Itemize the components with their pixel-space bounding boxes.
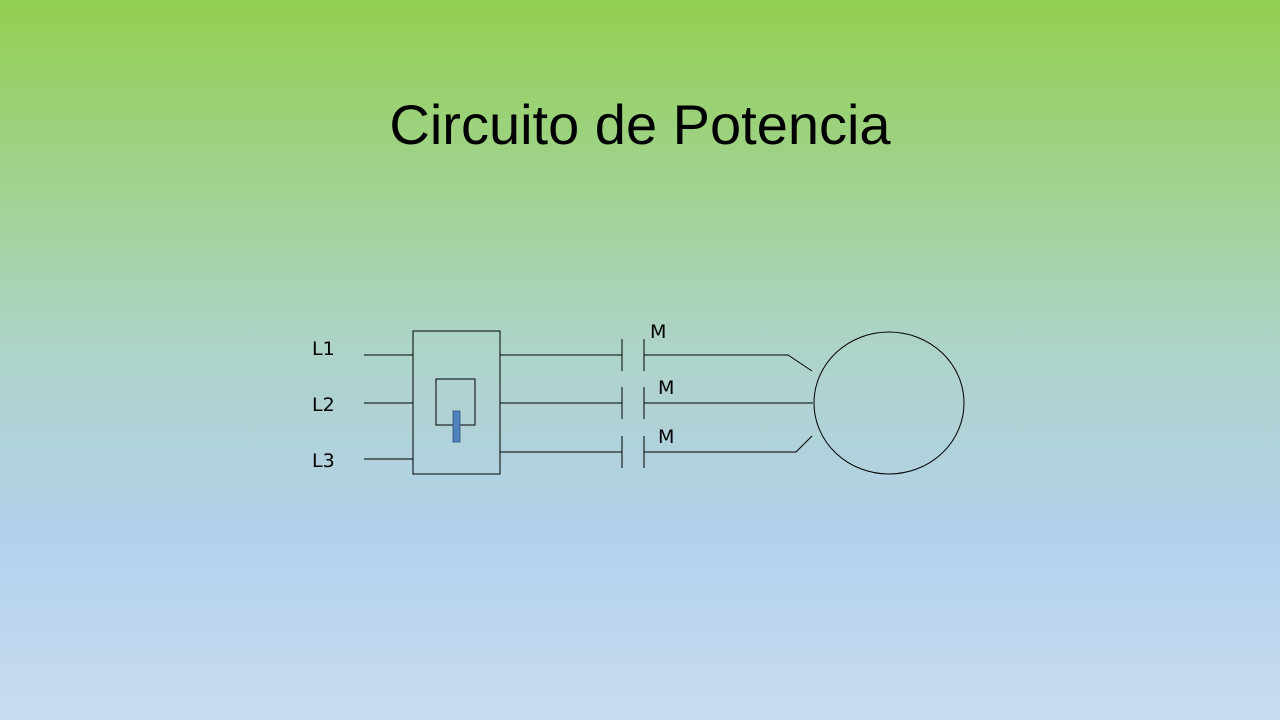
- slide-title: Circuito de Potencia: [389, 93, 891, 156]
- contact-label-2: M: [658, 377, 674, 399]
- line-label-l1: L1: [312, 338, 335, 360]
- contact-label-3: M: [658, 426, 674, 448]
- thermal-element: [452, 410, 461, 443]
- contact-label-1: M: [650, 321, 666, 343]
- protection-device: [412, 330, 501, 475]
- line-label-l2: L2: [312, 394, 335, 416]
- wire-l1-out: [644, 354, 813, 372]
- wire-l3-out: [644, 435, 813, 453]
- motor-symbol: [813, 331, 965, 475]
- line-label-l3: L3: [312, 450, 335, 472]
